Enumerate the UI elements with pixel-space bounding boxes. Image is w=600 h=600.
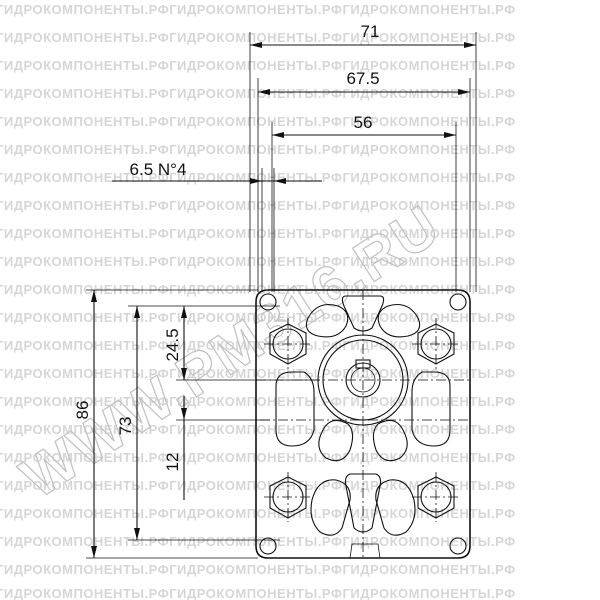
watermark-row: ГИДРОКОМПОНЕНТЫ.РФГИДРОКОМПОНЕНТЫ.РФГИДР… bbox=[0, 450, 516, 465]
cast-pocket bbox=[341, 295, 385, 332]
arrow-icon bbox=[181, 368, 187, 380]
arrow-icon bbox=[272, 132, 284, 138]
watermark-row: ГИДРОКОМПОНЕНТЫ.РФГИДРОКОМПОНЕНТЫ.РФГИДР… bbox=[0, 366, 516, 381]
arrow-icon bbox=[250, 178, 262, 184]
watermark-row: ГИДРОКОМПОНЕНТЫ.РФГИДРОКОМПОНЕНТЫ.РФГИДР… bbox=[0, 58, 516, 73]
mounting-hole-icon bbox=[259, 293, 277, 311]
mounting-hole-icon bbox=[449, 537, 467, 555]
dimension-bolt-spacing: 56 bbox=[354, 113, 373, 132]
left-dimensions: 86 73 24.5 12 bbox=[73, 289, 320, 559]
watermark-row: ГИДРОКОМПОНЕНТЫ.РФГИДРОКОМПОНЕНТЫ.РФГИДР… bbox=[0, 30, 516, 45]
watermark-row: ГИДРОКОМПОНЕНТЫ.РФГИДРОКОМПОНЕНТЫ.РФГИДР… bbox=[0, 478, 516, 493]
arrow-icon bbox=[274, 178, 286, 184]
watermark-row: ГИДРОКОМПОНЕНТЫ.РФГИДРОКОМПОНЕНТЫ.РФГИДР… bbox=[0, 394, 516, 409]
watermark-row: ГИДРОКОМПОНЕНТЫ.РФГИДРОКОМПОНЕНТЫ.РФГИДР… bbox=[0, 534, 516, 549]
cast-pocket bbox=[305, 303, 349, 338]
watermark-row: ГИДРОКОМПОНЕНТЫ.РФГИДРОКОМПОНЕНТЫ.РФГИДР… bbox=[0, 586, 516, 600]
flange-notch bbox=[349, 543, 381, 559]
dimension-shaft-offset-bottom: 12 bbox=[163, 453, 182, 472]
arrow-icon bbox=[464, 42, 476, 48]
arrow-icon bbox=[458, 89, 470, 95]
flange-outline bbox=[255, 289, 471, 559]
arrow-icon bbox=[134, 528, 140, 540]
mounting-hole-icon bbox=[449, 293, 467, 311]
arrow-icon bbox=[444, 132, 456, 138]
cast-pocket bbox=[275, 371, 315, 447]
arrow-icon bbox=[250, 42, 262, 48]
watermark-row: ГИДРОКОМПОНЕНТЫ.РФГИДРОКОМПОНЕНТЫ.РФГИДР… bbox=[0, 562, 516, 577]
cast-pocket bbox=[375, 479, 416, 536]
dimension-height-overall: 86 bbox=[73, 401, 92, 420]
watermark-row: ГИДРОКОМПОНЕНТЫ.РФГИДРОКОМПОНЕНТЫ.РФГИДР… bbox=[0, 422, 516, 437]
dimension-height-bolts: 73 bbox=[116, 417, 135, 436]
arrow-icon bbox=[91, 290, 97, 302]
dimension-hole-callout: 6.5 N°4 bbox=[130, 160, 187, 179]
cast-pocket bbox=[377, 303, 421, 338]
cast-pocket bbox=[372, 419, 408, 462]
pump-flange bbox=[255, 289, 471, 560]
arrow-icon bbox=[91, 546, 97, 558]
arrow-icon bbox=[181, 408, 187, 420]
dimension-width-overall: 71 bbox=[361, 22, 380, 41]
watermark-row: ГИДРОКОМПОНЕНТЫ.РФГИДРОКОМПОНЕНТЫ.РФГИДР… bbox=[0, 506, 516, 521]
cast-pocket bbox=[310, 479, 351, 536]
mounting-hole-icon bbox=[259, 537, 277, 555]
watermark-row: ГИДРОКОМПОНЕНТЫ.РФГИДРОКОМПОНЕНТЫ.РФГИДР… bbox=[0, 310, 516, 325]
arrow-icon bbox=[181, 306, 187, 318]
arrow-icon bbox=[258, 89, 270, 95]
dimension-width-body: 67.5 bbox=[346, 69, 379, 88]
cast-pocket bbox=[344, 473, 382, 533]
dimension-shaft-offset-top: 24.5 bbox=[163, 328, 182, 361]
cast-pocket bbox=[318, 419, 354, 462]
watermark-row: ГИДРОКОМПОНЕНТЫ.РФГИДРОКОМПОНЕНТЫ.РФГИДР… bbox=[0, 2, 516, 17]
cast-pocket bbox=[411, 371, 451, 447]
arrow-icon bbox=[134, 306, 140, 318]
top-dimensions: 71 67.5 56 6.5 N°4 bbox=[112, 22, 477, 292]
